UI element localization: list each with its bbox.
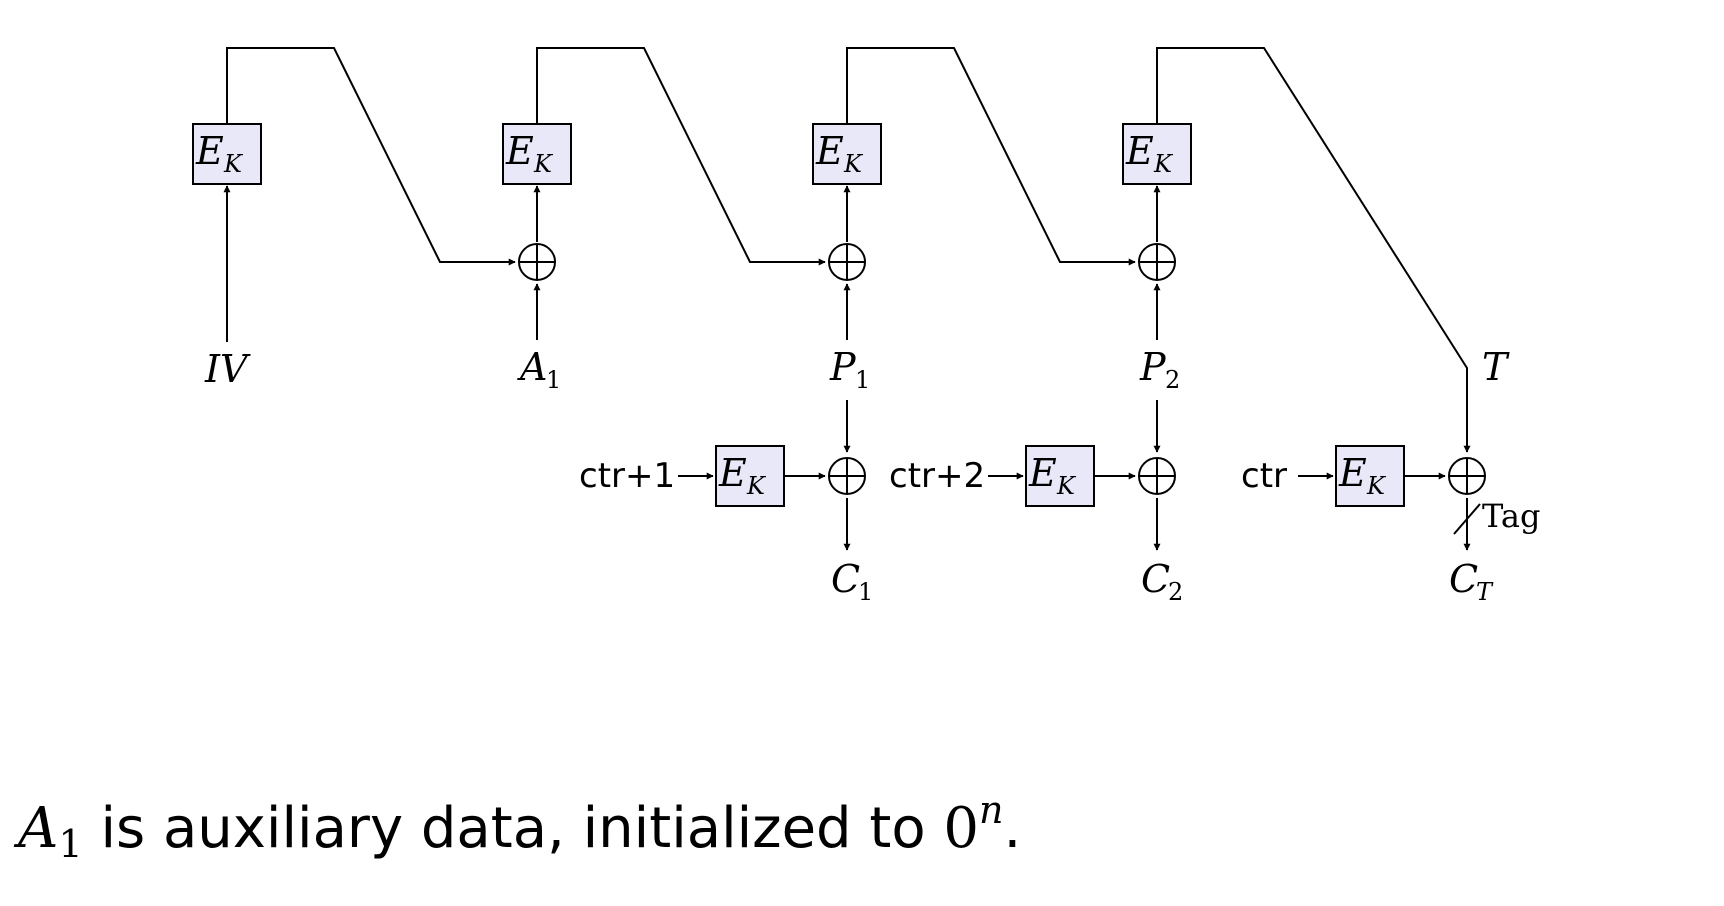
svg-text:1: 1 (855, 366, 870, 394)
wire-ek3-to-xor4 (846, 47, 1136, 266)
svg-text:E: E (505, 129, 534, 173)
svg-text:A: A (517, 345, 547, 389)
svg-text:K: K (1153, 150, 1174, 178)
svg-text:K: K (223, 150, 244, 178)
svg-text:C: C (831, 557, 860, 601)
svg-text:K: K (843, 150, 864, 178)
svg-text:K: K (533, 150, 554, 178)
xor-node (828, 457, 866, 495)
caption: A1 is auxiliary data, initialized to 0n. (18, 788, 1021, 866)
svg-text:K: K (1366, 472, 1387, 500)
svg-text:2: 2 (1168, 578, 1183, 606)
label-iv: IV (204, 347, 251, 391)
label-tag: Tag (1482, 497, 1540, 535)
label-ct: CT (1449, 557, 1494, 606)
wire-ek1-to-xor2 (226, 47, 516, 266)
svg-text:P: P (1139, 345, 1167, 389)
svg-text:E: E (1338, 451, 1367, 495)
svg-text:E: E (1028, 451, 1057, 495)
label-a1: A1 (517, 345, 561, 394)
xor-node (828, 243, 866, 281)
svg-text:1: 1 (546, 366, 561, 394)
label-c2: C2 (1141, 557, 1183, 606)
svg-text:E: E (195, 129, 224, 173)
caption-text: is auxiliary data, initialized to (82, 796, 944, 861)
xor-node (1448, 457, 1486, 495)
wire-ek4-to-t-tag (1156, 47, 1471, 453)
label-ctr1: ctr+1 (579, 456, 675, 496)
label-c1: C1 (831, 557, 873, 606)
label-ctr2: ctr+2 (889, 456, 985, 496)
svg-text:C: C (1141, 557, 1170, 601)
svg-text:E: E (1125, 129, 1154, 173)
tag-slash (1453, 503, 1481, 535)
svg-text:C: C (1449, 557, 1478, 601)
svg-text:K: K (746, 472, 767, 500)
svg-text:E: E (718, 451, 747, 495)
xor-node (1138, 457, 1176, 495)
caption-exp: n (979, 788, 1004, 832)
svg-text:P: P (829, 345, 857, 389)
svg-text:1: 1 (858, 578, 873, 606)
label-t: T (1482, 345, 1510, 389)
xor-node (1138, 243, 1176, 281)
svg-text:K: K (1056, 472, 1077, 500)
svg-text:T: T (1476, 578, 1494, 606)
caption-var: A (18, 796, 59, 861)
caption-end: . (1003, 796, 1022, 861)
wire-ek2-to-xor3 (536, 47, 826, 266)
caption-var-sub: 1 (58, 822, 83, 866)
svg-text:2: 2 (1165, 366, 1180, 394)
caption-zero: 0 (943, 796, 980, 861)
label-ctr: ctr (1241, 456, 1287, 496)
xor-node (518, 243, 556, 281)
svg-text:E: E (815, 129, 844, 173)
